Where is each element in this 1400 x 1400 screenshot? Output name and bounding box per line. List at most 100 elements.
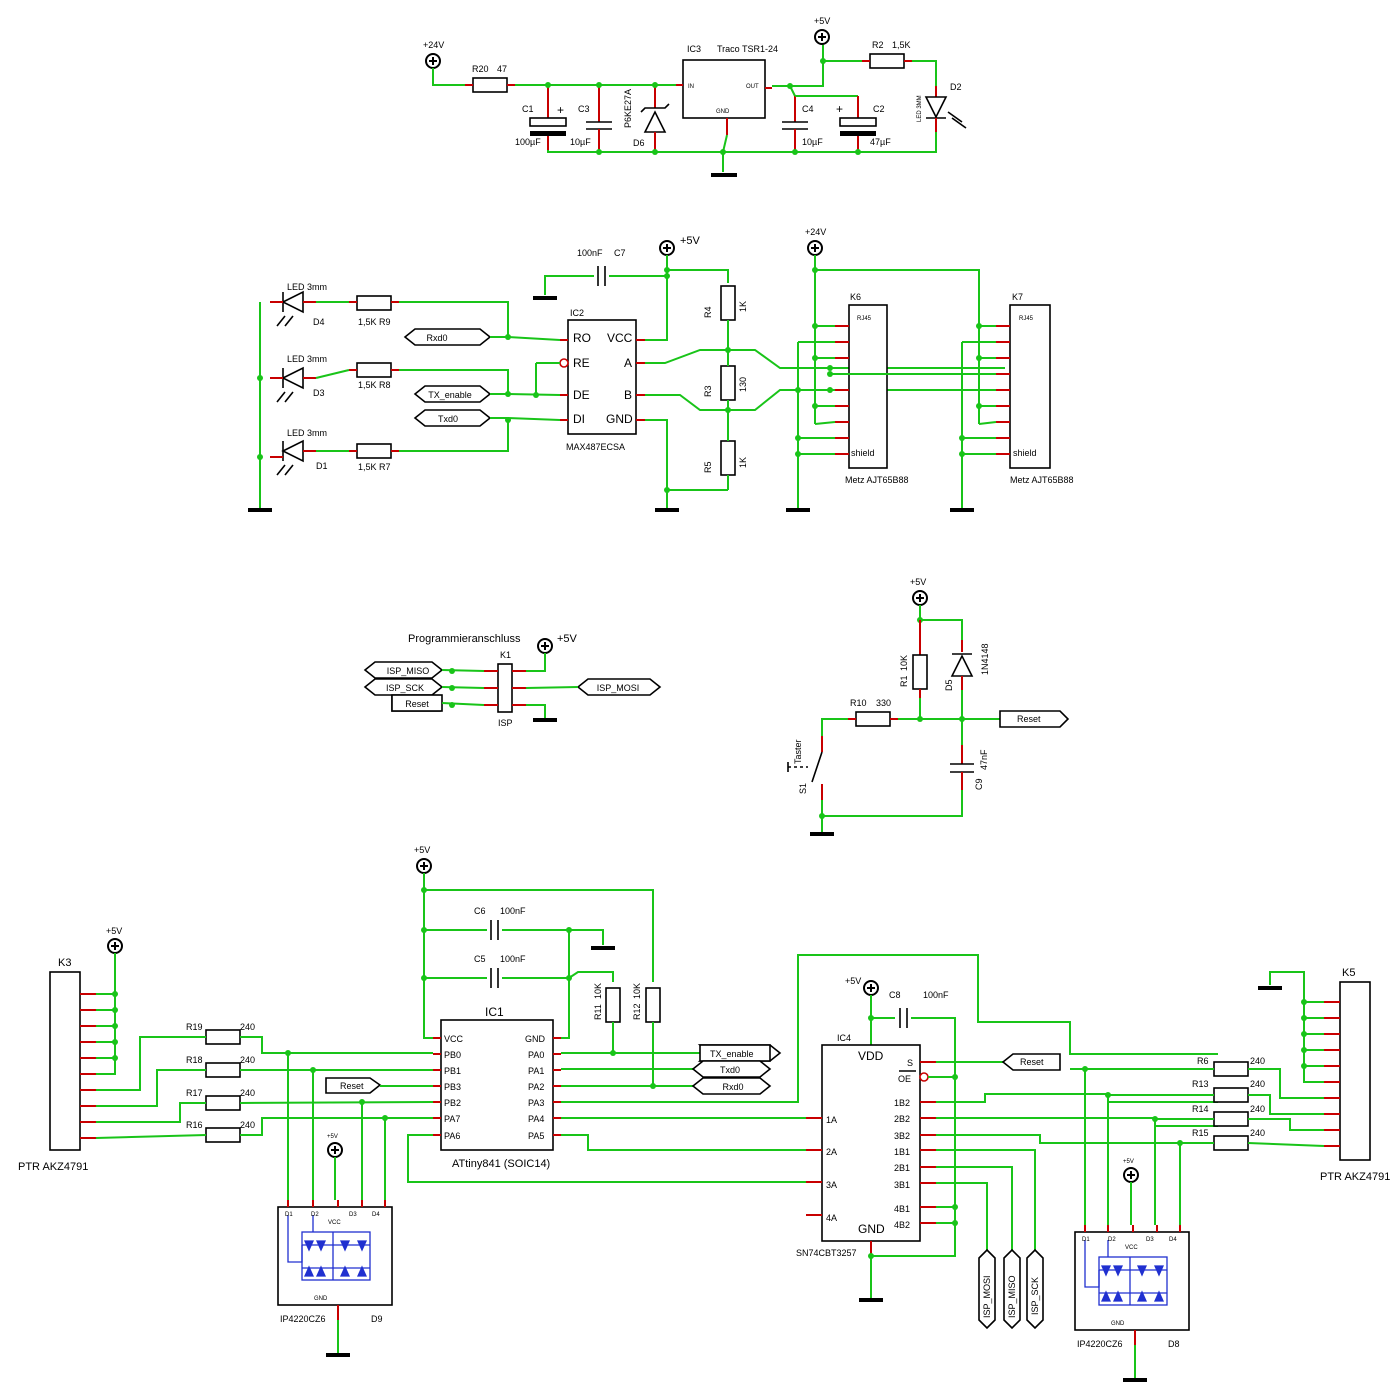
supply-5v-label-mcu: +5V — [414, 845, 430, 855]
k7-value: Metz AJT65B88 — [1010, 475, 1074, 485]
svg-text:240: 240 — [240, 1022, 255, 1032]
net-label-mcu-rxd0: Rxd0 — [691, 1077, 772, 1095]
c9-ref: C9 — [974, 778, 984, 790]
ic1-ref: IC1 — [485, 1005, 504, 1019]
c7-value: 100nF — [577, 248, 603, 258]
s1-value: Taster — [793, 739, 803, 764]
svg-text:R15: R15 — [1192, 1128, 1209, 1138]
ic1-pin-pa7: PA7 — [444, 1114, 460, 1124]
c1-plate — [530, 131, 566, 136]
d4-value: LED 3mm — [287, 282, 327, 292]
supply-24v-label-rj: +24V — [805, 227, 826, 237]
ic2-body — [567, 319, 637, 435]
svg-text:VCC: VCC — [1125, 1245, 1138, 1251]
ic1-pin-vcc: VCC — [444, 1034, 464, 1044]
ic4-body — [821, 1044, 921, 1242]
ic4-pin-2a: 2A — [826, 1147, 837, 1157]
supply-5v-symbol-ic4 — [863, 980, 879, 996]
ic4-pin-4b2: 4B2 — [894, 1220, 910, 1230]
svg-text:VCC: VCC — [328, 1220, 341, 1226]
d8-value: IP4220CZ6 — [1077, 1339, 1123, 1349]
svg-text:Reset: Reset — [1017, 714, 1041, 724]
r4-ref: R4 — [703, 306, 713, 318]
r4-value: 1K — [738, 301, 748, 312]
supply-5v-symbol-isp — [537, 638, 553, 654]
svg-text:D2: D2 — [1108, 1237, 1116, 1243]
ic2-pin-re: RE — [573, 356, 590, 370]
d9-value: IP4220CZ6 — [280, 1314, 326, 1324]
ic4-ref: IC4 — [837, 1033, 851, 1043]
net-label-isp-sck: ISP_SCK — [363, 678, 444, 696]
d8-ref: D8 — [1168, 1339, 1180, 1349]
r2-value: 1,5K — [892, 40, 911, 50]
supply-5v-symbol-ic2 — [659, 240, 675, 256]
k5-body — [1339, 981, 1371, 1161]
ic4-pin-4a: 4A — [826, 1213, 837, 1223]
k1-value: ISP — [498, 718, 513, 728]
net-label-reset-circuit: Reset — [999, 710, 1070, 728]
svg-text:Reset: Reset — [340, 1081, 364, 1091]
r9-ref: R9 — [379, 317, 391, 327]
c3-value: 10µF — [570, 137, 591, 147]
supply-5v-symbol-mcu — [416, 858, 432, 874]
c3-ref: C3 — [578, 104, 590, 114]
ic2-pin-di: DI — [573, 412, 585, 426]
d2-ref: D2 — [950, 82, 962, 92]
r2-body — [869, 53, 905, 69]
supply-5v-label-ic4: +5V — [845, 976, 861, 986]
d6-value: P6KE27A — [623, 89, 633, 128]
net-label-ic4-reset: Reset — [1001, 1053, 1061, 1071]
r12-value: 10K — [632, 983, 642, 999]
supply-24v-label: +24V — [423, 40, 444, 50]
ic2-pin-de: DE — [573, 388, 590, 402]
ic1-pin-pa6: PA6 — [444, 1131, 460, 1141]
net-label-isp-miso: ISP_MISO — [363, 661, 444, 679]
k1-body — [497, 663, 513, 713]
svg-text:R6: R6 — [1197, 1056, 1209, 1066]
ic4-pin-s: S — [907, 1058, 913, 1068]
c8-value: 100nF — [923, 990, 949, 1000]
svg-text:Txd0: Txd0 — [438, 414, 458, 424]
svg-text:R17: R17 — [186, 1088, 203, 1098]
ic1-pin-gnd: GND — [525, 1034, 546, 1044]
supply-5v-label-isp: +5V — [557, 633, 578, 645]
supply-5v-symbol-d9 — [327, 1142, 343, 1158]
ic4-pin-3b1: 3B1 — [894, 1180, 910, 1190]
svg-text:R16: R16 — [186, 1120, 203, 1130]
r7-ref: R7 — [379, 462, 391, 472]
net-label-mcu-reset: Reset — [325, 1077, 382, 1094]
ic1-pin-pa0: PA0 — [528, 1050, 544, 1060]
ic3-value: Traco TSR1-24 — [717, 44, 778, 54]
supply-5v-label-top: +5V — [814, 16, 830, 26]
s1-ref: S1 — [798, 783, 808, 794]
svg-text:GND: GND — [1111, 1321, 1125, 1327]
d2-led — [924, 96, 948, 119]
svg-text:R18: R18 — [186, 1055, 203, 1065]
svg-text:240: 240 — [1250, 1056, 1265, 1066]
svg-text:ISP_SCK: ISP_SCK — [386, 683, 424, 693]
k7-body — [1009, 304, 1051, 469]
rs485-section: 100nF C7 +5V IC2 MAX487ECSA RO RE DE DI … — [248, 227, 1074, 512]
ic1-value: ATtiny841 (SOIC14) — [452, 1158, 550, 1170]
svg-text:D3: D3 — [1146, 1237, 1154, 1243]
d5-value: 1N4148 — [980, 643, 990, 675]
net-label-isp-mosi: ISP_MOSI — [576, 678, 662, 696]
net-label-rxd0: Rxd0 — [403, 328, 492, 346]
r2-ref: R2 — [872, 40, 884, 50]
ic1-pin-pb1: PB1 — [444, 1066, 461, 1076]
supply-24v-symbol-rj — [807, 240, 823, 256]
k6-type: RJ45 — [857, 316, 872, 322]
r8-value: 1,5K — [358, 380, 377, 390]
supply-5v-label-ic2: +5V — [680, 235, 701, 247]
ic3-ref: IC3 — [687, 44, 701, 54]
svg-text:D4: D4 — [1169, 1237, 1177, 1243]
r5-ref: R5 — [703, 461, 713, 473]
supply-5v-symbol-top — [814, 29, 830, 45]
isp-section: Programmieranschluss K1 ISP +5V ISP_MISO… — [363, 633, 662, 728]
c4-value: 10µF — [802, 137, 823, 147]
svg-text:Rxd0: Rxd0 — [426, 333, 447, 343]
